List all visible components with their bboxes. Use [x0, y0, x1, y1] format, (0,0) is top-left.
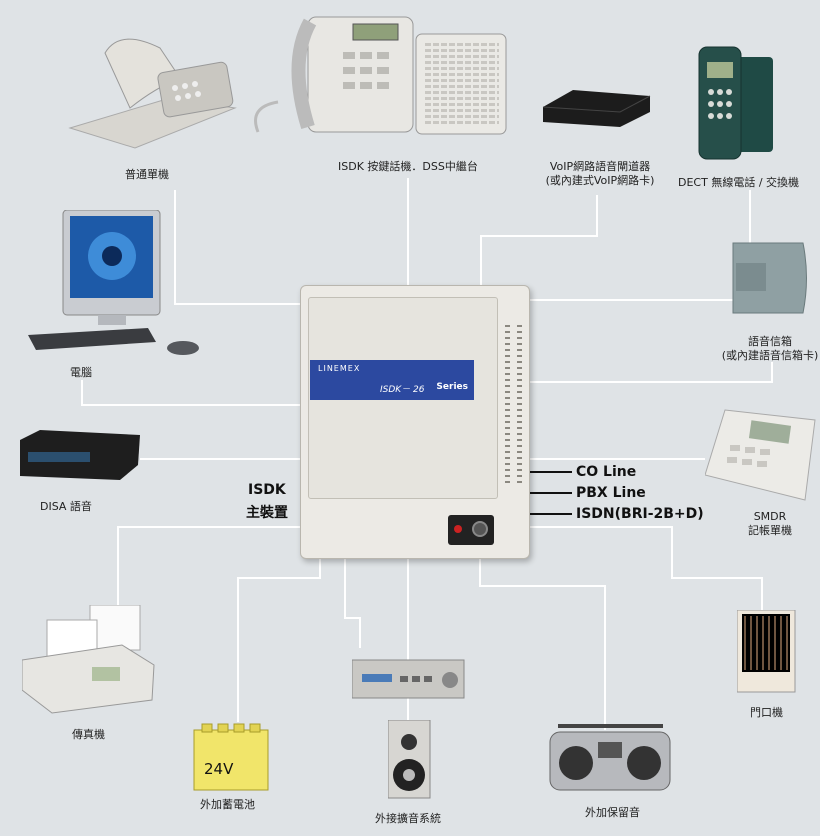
dect-label: DECT 無線電話 / 交換機 [678, 176, 800, 189]
voip-label: VoIP網路語音閘道器 (或內建式VoIP網路卡) [545, 160, 655, 187]
isdk-main-unit: LINEMEX ISDK－ 26 Series [300, 285, 530, 559]
computer-label: 電腦 [70, 366, 92, 379]
doorphone-icon [736, 609, 797, 699]
battery-voltage: 24V [204, 760, 234, 778]
basic-phone-label: 普通單機 [125, 168, 169, 181]
isdk-main-title: ISDK [248, 482, 286, 498]
voicemail-icon [728, 238, 813, 322]
unit-model: ISDK－ 26 [380, 385, 425, 395]
unit-power-panel [448, 515, 494, 545]
fax-icon [21, 604, 157, 719]
isdk-phone-label: ISDK 按鍵話機．DSS中繼台 [338, 160, 478, 173]
speaker-label: 外接擴音系統 [375, 812, 441, 825]
boombox-icon [548, 718, 673, 802]
unit-nameplate: LINEMEX ISDK－ 26 Series [310, 360, 474, 400]
basic-phone-icon [60, 28, 240, 157]
co-line-label: CO Line [576, 464, 637, 480]
disa-label: DISA 語音 [40, 500, 92, 513]
isdk-main-subtitle: 主裝置 [246, 505, 288, 521]
music-label: 外加保留音 [585, 806, 640, 819]
amplifier-icon [351, 652, 467, 708]
disa-icon [20, 430, 140, 486]
fax-label: 傳真機 [72, 728, 105, 741]
computer-icon [28, 209, 208, 364]
smdr-label: SMDR 記帳單機 [748, 510, 792, 537]
battery-icon: 24V [192, 722, 272, 796]
voicemail-label: 語音信箱 (或內建語音信箱卡) [721, 335, 819, 362]
power-switch-icon [472, 521, 488, 537]
unit-series: Series [436, 382, 468, 392]
doorphone-label: 門口機 [750, 706, 783, 719]
smdr-icon [704, 405, 820, 509]
speaker-icon [387, 719, 432, 804]
isdk-phone-icon [248, 12, 510, 146]
isdn-label: ISDN(BRI-2B+D) [576, 506, 704, 522]
unit-brand: LINEMEX [318, 364, 361, 373]
voip-gateway-icon [538, 82, 658, 136]
dect-phone-icon [695, 42, 775, 166]
pbx-line-label: PBX Line [576, 485, 646, 501]
power-led-icon [454, 525, 462, 533]
battery-label: 外加蓄電池 [200, 798, 255, 811]
